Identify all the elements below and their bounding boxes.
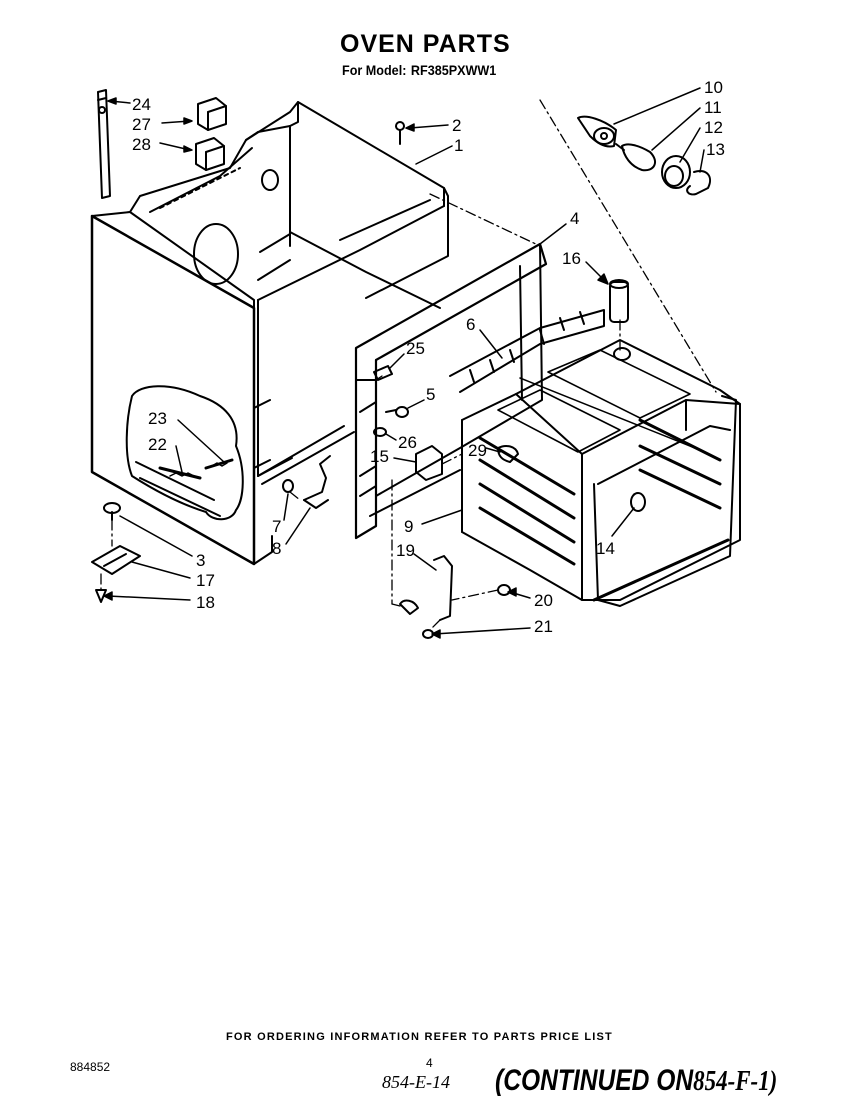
callout-10: 10 (704, 78, 723, 97)
callout-24: 24 (132, 95, 151, 114)
callout-15: 15 (370, 447, 389, 466)
part-11-bulb (615, 143, 657, 172)
document-number: 884852 (70, 1060, 111, 1074)
callout-1: 1 (454, 136, 463, 155)
part-12-lens (661, 155, 691, 189)
callout-8: 8 (272, 539, 281, 558)
callout-9: 9 (404, 517, 413, 536)
callout-5: 5 (426, 385, 435, 404)
callout-19: 19 (396, 541, 415, 560)
model-subtitle: For Model:RF385PXWW1 (342, 62, 501, 78)
callout-13: 13 (706, 140, 725, 159)
part-15-bracket (415, 445, 443, 481)
model-number: RF385PXWW1 (410, 62, 497, 78)
callout-16: 16 (562, 249, 581, 268)
part-5 (385, 406, 409, 418)
leader-lines (103, 87, 705, 639)
part-25-bulb (373, 365, 393, 381)
callout-6: 6 (466, 315, 475, 334)
part-17-bracket (91, 545, 141, 575)
callout-21: 21 (534, 617, 553, 636)
callout-12: 12 (704, 118, 723, 137)
callout-7: 7 (272, 517, 281, 536)
part-8-bracket (303, 455, 331, 509)
broil-element (449, 309, 605, 393)
page-title: OVEN PARTS (340, 30, 511, 58)
part-27-switch (197, 97, 227, 131)
model-label: For Model: (342, 62, 407, 78)
part-28-switch (195, 137, 225, 171)
callout-23: 23 (148, 409, 167, 428)
callout-4: 4 (570, 209, 579, 228)
callout-2: 2 (452, 116, 461, 135)
callout-27: 27 (132, 115, 151, 134)
callout-3: 3 (196, 551, 205, 570)
callout-labels: 24 27 28 2 1 10 11 12 13 4 16 6 25 5 23 … (132, 78, 725, 636)
ordering-note: FOR ORDERING INFORMATION REFER TO PARTS … (226, 1031, 613, 1043)
continued-note: (CONTINUED ON854-F-1) (495, 1064, 777, 1098)
callout-20: 20 (534, 591, 553, 610)
handwritten-reference: 854-E-14 (382, 1072, 450, 1092)
part-19-hinge (399, 555, 453, 621)
callout-22: 22 (148, 435, 167, 454)
part-16-support (609, 279, 629, 323)
part-3-screw (103, 502, 121, 521)
cabinet-body (90, 101, 449, 566)
continued-reference: 854-F-1) (693, 1066, 778, 1097)
callout-25: 25 (406, 339, 425, 358)
callout-18: 18 (196, 593, 215, 612)
assembly-lines (100, 99, 717, 631)
page-number: 4 (426, 1056, 433, 1070)
part-24-bracket (97, 89, 111, 199)
oven-liner (461, 339, 741, 607)
part-10-socket (577, 115, 617, 148)
part-2-screw (395, 121, 405, 145)
callout-14: 14 (596, 539, 615, 558)
part-7-nut (282, 479, 294, 493)
callout-11: 11 (704, 98, 722, 117)
part-13-clip (686, 170, 712, 196)
continued-label: (CONTINUED ON (495, 1064, 694, 1097)
callout-28: 28 (132, 135, 151, 154)
callout-29: 29 (468, 441, 487, 460)
callout-26: 26 (398, 433, 417, 452)
part-29 (497, 445, 519, 463)
part-26 (373, 427, 387, 437)
cutaway-wiring (125, 385, 244, 521)
callout-17: 17 (196, 571, 215, 590)
part-20-screw (497, 584, 511, 596)
